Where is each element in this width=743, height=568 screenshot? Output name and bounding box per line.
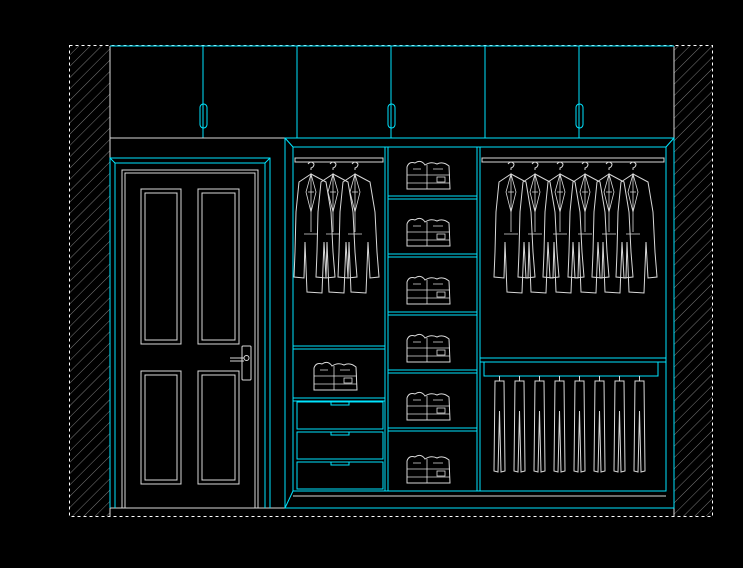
door-assembly (109, 157, 271, 508)
upper-handle-1 (199, 103, 208, 129)
drawer-3 (296, 461, 384, 490)
drawer-1 (296, 401, 384, 430)
left-wall-hatch (70, 46, 110, 516)
trousers (493, 375, 646, 473)
door-panel-4 (197, 370, 240, 485)
upper-handle-3 (575, 103, 584, 129)
door-handle-plate (241, 345, 252, 381)
door-panel-1 (140, 188, 182, 345)
drawer-2 (296, 431, 384, 460)
door-panel-3 (140, 370, 182, 485)
right-wall-hatch (674, 46, 712, 516)
coats-left (293, 161, 380, 294)
door-leaf (121, 169, 259, 508)
coats-right (493, 161, 658, 294)
trouser-rack (483, 361, 659, 377)
hanging-rods (294, 157, 665, 163)
upper-handle-2 (387, 103, 396, 129)
dashed-boundary (69, 45, 713, 517)
wardrobe-carcass (284, 137, 675, 509)
right-hanging-rod (481, 157, 665, 163)
door-panel-2 (197, 188, 240, 345)
left-hanging-rod (294, 157, 384, 163)
upper-cabinet (110, 45, 674, 139)
